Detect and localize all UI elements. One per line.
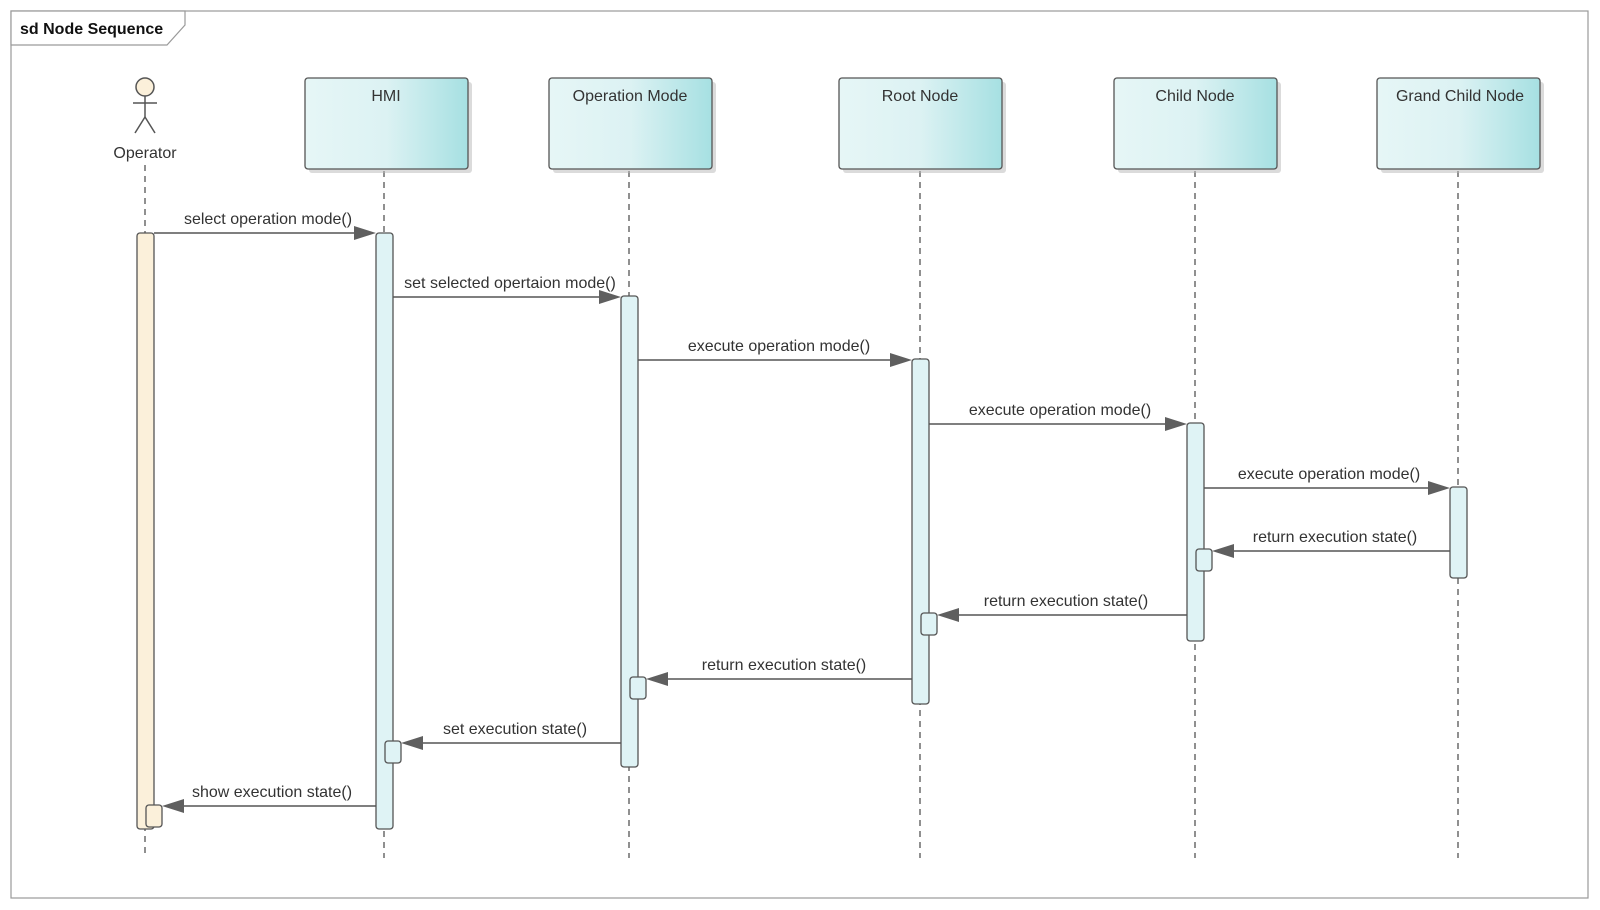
message-9: set execution state() — [401, 721, 621, 750]
activation-child-node — [1186, 422, 1205, 642]
message-label: execute operation mode() — [969, 402, 1151, 419]
diagram-frame — [10, 10, 1589, 899]
arrowhead-left-icon — [1212, 544, 1234, 558]
activation-operation-mode — [620, 295, 639, 768]
arrowhead-right-icon — [599, 290, 621, 304]
frame-title-tab — [10, 10, 186, 46]
activation-operator — [136, 232, 155, 830]
message-6: return execution state() — [1212, 529, 1450, 558]
participant-operation-mode: Operation Mode — [548, 77, 716, 173]
arrowhead-left-icon — [162, 799, 184, 813]
participant-grand-child-node: Grand Child Node — [1376, 77, 1544, 173]
message-label: execute operation mode() — [1238, 466, 1420, 483]
message-2: set selected opertaion mode() — [393, 275, 621, 304]
participant-label: Grand Child Node — [1396, 88, 1524, 105]
message-1: select operation mode() — [154, 211, 376, 240]
message-3: execute operation mode() — [638, 338, 912, 367]
message-label: set execution state() — [443, 721, 587, 738]
arrowhead-right-icon — [1165, 417, 1187, 431]
participant-label: Root Node — [882, 88, 959, 105]
message-label: execute operation mode() — [688, 338, 870, 355]
message-label: set selected opertaion mode() — [404, 275, 616, 292]
message-label: return execution state() — [702, 657, 867, 674]
participant-root-node: Root Node — [838, 77, 1006, 173]
activation-return-child-node — [1195, 548, 1213, 572]
message-7: return execution state() — [937, 593, 1187, 622]
arrowhead-left-icon — [646, 672, 668, 686]
activation-return-operator — [145, 804, 163, 828]
message-4: execute operation mode() — [929, 402, 1187, 431]
activation-grand-child-node — [1449, 486, 1468, 579]
frame-title: sd Node Sequence — [20, 21, 163, 38]
message-10: show execution state() — [162, 784, 376, 813]
participant-label: Operation Mode — [573, 88, 688, 105]
participant-child-node: Child Node — [1113, 77, 1281, 173]
arrowhead-right-icon — [354, 226, 376, 240]
message-8: return execution state() — [646, 657, 912, 686]
arrowhead-left-icon — [937, 608, 959, 622]
arrowhead-right-icon — [1428, 481, 1450, 495]
actor-label: Operator — [113, 145, 177, 162]
arrowhead-left-icon — [401, 736, 423, 750]
activation-return-hmi — [384, 740, 402, 764]
message-label: select operation mode() — [184, 211, 352, 228]
lifelines — [144, 165, 1459, 858]
actor-operator: Operator — [113, 77, 177, 162]
participant-label: HMI — [371, 88, 400, 105]
arrowhead-right-icon — [890, 353, 912, 367]
message-label: return execution state() — [1253, 529, 1418, 546]
activations — [136, 232, 1468, 830]
message-5: execute operation mode() — [1204, 466, 1450, 495]
message-label: show execution state() — [192, 784, 352, 801]
actor-icon — [133, 77, 157, 134]
activation-root-node — [911, 358, 930, 705]
message-label: return execution state() — [984, 593, 1149, 610]
activation-hmi — [375, 232, 394, 830]
participant-label: Child Node — [1155, 88, 1234, 105]
participant-hmi: HMI — [304, 77, 472, 173]
activation-return-root-node — [920, 612, 938, 636]
activation-return-operation-mode — [629, 676, 647, 700]
